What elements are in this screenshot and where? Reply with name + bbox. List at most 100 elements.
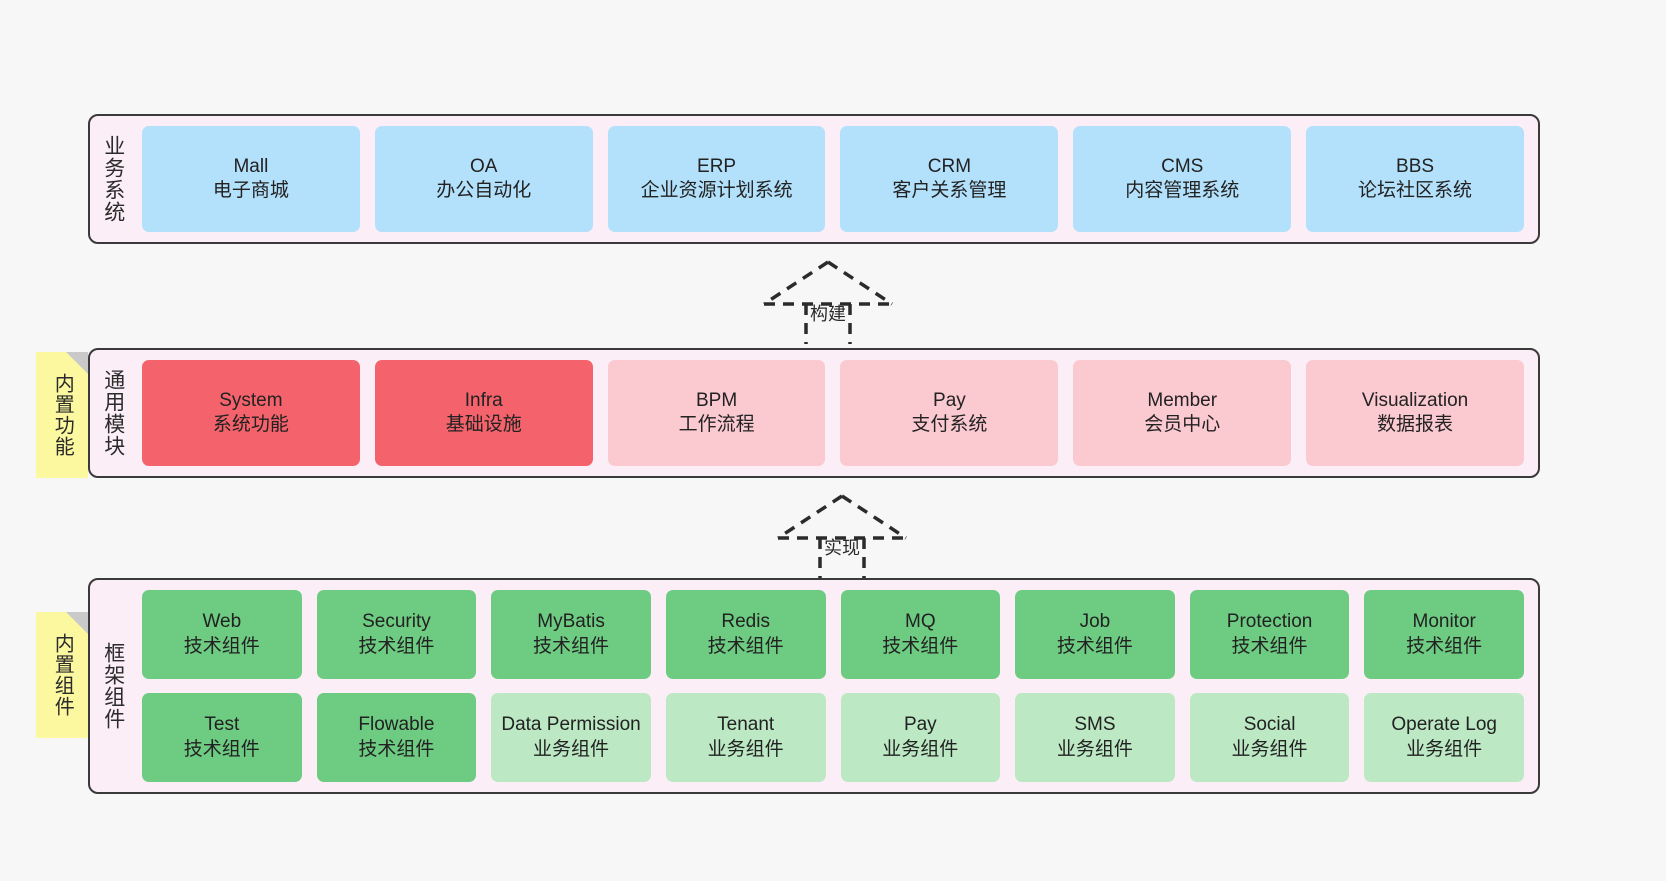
- framework-card-sms[interactable]: SMS 业务组件: [1015, 693, 1175, 782]
- modules-card-list: System 系统功能 Infra 基础设施 BPM 工作流程 Pay 支付系统…: [136, 350, 1538, 476]
- module-card-system[interactable]: System 系统功能: [142, 360, 360, 466]
- card-title: OA: [470, 155, 498, 177]
- layer-business-title: 业务系统: [101, 135, 125, 223]
- module-card-bpm[interactable]: BPM 工作流程: [607, 360, 826, 466]
- framework-card-list: Web 技术组件 Security 技术组件 MyBatis 技术组件 Redi…: [136, 580, 1538, 792]
- card-title: Test: [204, 714, 240, 736]
- card-title: ERP: [697, 155, 737, 177]
- framework-card-social[interactable]: Social 业务组件: [1189, 693, 1350, 782]
- connector-implement-label: 实现: [824, 538, 860, 558]
- framework-card-pay[interactable]: Pay 业务组件: [840, 693, 1001, 782]
- module-card-pay[interactable]: Pay 支付系统: [840, 360, 1059, 466]
- card-subtitle: 技术组件: [1056, 635, 1133, 657]
- framework-card-row-tech: Web 技术组件 Security 技术组件 MyBatis 技术组件 Redi…: [142, 590, 1524, 679]
- framework-card-data-permission[interactable]: Data Permission 业务组件: [491, 693, 651, 782]
- business-card-list: Mall 电子商城 OA 办公自动化 ERP 企业资源计划系统 CRM 客户关系…: [136, 116, 1538, 242]
- modules-card-row: System 系统功能 Infra 基础设施 BPM 工作流程 Pay 支付系统…: [142, 360, 1524, 466]
- card-subtitle: 电子商城: [212, 180, 289, 201]
- framework-card-test[interactable]: Test 技术组件: [142, 693, 302, 782]
- business-card-row: Mall 电子商城 OA 办公自动化 ERP 企业资源计划系统 CRM 客户关系…: [142, 126, 1524, 232]
- card-subtitle: 基础设施: [445, 414, 522, 435]
- business-card-crm[interactable]: CRM 客户关系管理: [840, 126, 1059, 232]
- card-title: Job: [1079, 611, 1111, 633]
- card-subtitle: 业务组件: [882, 738, 959, 760]
- card-title: Mall: [233, 155, 269, 177]
- card-title: Web: [202, 611, 242, 633]
- card-title: Member: [1147, 389, 1218, 411]
- module-card-member[interactable]: Member 会员中心: [1073, 360, 1292, 466]
- arrow-head-left: [763, 260, 829, 306]
- card-title: Data Permission: [501, 714, 641, 736]
- card-subtitle: 办公自动化: [436, 180, 532, 201]
- card-title: SMS: [1074, 714, 1116, 736]
- sticky-note-label: 内置组件: [51, 633, 74, 717]
- sticky-fold-corner-icon: [66, 352, 88, 374]
- card-subtitle: 内容管理系统: [1125, 180, 1240, 201]
- card-subtitle: 技术组件: [1231, 635, 1308, 657]
- card-subtitle: 论坛社区系统: [1358, 180, 1473, 201]
- module-card-visualization[interactable]: Visualization 数据报表: [1306, 360, 1524, 466]
- card-title: Security: [362, 611, 431, 633]
- business-card-bbs[interactable]: BBS 论坛社区系统: [1306, 126, 1524, 232]
- sticky-note-builtin-features: 内置功能: [36, 352, 88, 478]
- layer-common-modules: 通用模块 System 系统功能 Infra 基础设施 BPM 工作流程 Pay…: [88, 348, 1540, 478]
- arrow-head-right: [827, 260, 893, 306]
- framework-card-redis[interactable]: Redis 技术组件: [665, 590, 826, 679]
- connector-build: 构建: [758, 258, 898, 344]
- arrow-head-left: [777, 494, 843, 540]
- layer-modules-title: 通用模块: [101, 369, 125, 457]
- module-card-infra[interactable]: Infra 基础设施: [374, 360, 593, 466]
- framework-card-flowable[interactable]: Flowable 技术组件: [316, 693, 477, 782]
- card-subtitle: 会员中心: [1144, 414, 1221, 435]
- connector-build-label: 构建: [810, 304, 846, 324]
- card-title: Infra: [464, 389, 503, 411]
- business-card-oa[interactable]: OA 办公自动化: [374, 126, 593, 232]
- card-title: MQ: [905, 611, 936, 633]
- card-subtitle: 技术组件: [533, 635, 610, 657]
- card-subtitle: 业务组件: [1231, 738, 1308, 760]
- framework-card-mq[interactable]: MQ 技术组件: [840, 590, 1001, 679]
- connector-implement: 实现: [772, 492, 912, 578]
- card-title: Tenant: [717, 714, 775, 736]
- card-title: Protection: [1226, 611, 1313, 633]
- business-card-erp[interactable]: ERP 企业资源计划系统: [607, 126, 826, 232]
- card-subtitle: 支付系统: [911, 414, 988, 435]
- card-title: CRM: [927, 155, 972, 177]
- framework-card-tenant[interactable]: Tenant 业务组件: [665, 693, 826, 782]
- framework-card-mybatis[interactable]: MyBatis 技术组件: [491, 590, 651, 679]
- framework-card-row-business: Test 技术组件 Flowable 技术组件 Data Permission …: [142, 693, 1524, 782]
- business-card-mall[interactable]: Mall 电子商城: [142, 126, 360, 232]
- sticky-note-label: 内置功能: [51, 373, 74, 457]
- framework-card-monitor[interactable]: Monitor 技术组件: [1364, 590, 1524, 679]
- framework-card-operate-log[interactable]: Operate Log 业务组件: [1364, 693, 1524, 782]
- card-subtitle: 技术组件: [1406, 635, 1483, 657]
- card-subtitle: 系统功能: [212, 414, 289, 435]
- card-subtitle: 技术组件: [183, 738, 260, 760]
- card-subtitle: 业务组件: [533, 738, 610, 760]
- card-subtitle: 技术组件: [358, 738, 435, 760]
- card-title: BPM: [695, 389, 738, 411]
- framework-card-security[interactable]: Security 技术组件: [316, 590, 477, 679]
- card-subtitle: 业务组件: [707, 738, 784, 760]
- card-subtitle: 技术组件: [882, 635, 959, 657]
- framework-card-protection[interactable]: Protection 技术组件: [1189, 590, 1350, 679]
- card-subtitle: 技术组件: [358, 635, 435, 657]
- card-title: Monitor: [1412, 611, 1476, 633]
- layer-framework-components: 框架组件 Web 技术组件 Security 技术组件 MyBatis 技术组件…: [88, 578, 1540, 794]
- card-title: Flowable: [358, 714, 435, 736]
- card-title: Pay: [903, 714, 937, 736]
- framework-card-job[interactable]: Job 技术组件: [1015, 590, 1175, 679]
- card-subtitle: 技术组件: [183, 635, 260, 657]
- framework-card-web[interactable]: Web 技术组件: [142, 590, 302, 679]
- card-subtitle: 业务组件: [1406, 738, 1483, 760]
- card-subtitle: 数据报表: [1377, 414, 1454, 435]
- card-title: MyBatis: [537, 611, 605, 633]
- business-card-cms[interactable]: CMS 内容管理系统: [1073, 126, 1292, 232]
- layer-business-systems: 业务系统 Mall 电子商城 OA 办公自动化 ERP 企业资源计划系统 CRM…: [88, 114, 1540, 244]
- card-title: Redis: [721, 611, 770, 633]
- card-title: System: [219, 389, 283, 411]
- card-subtitle: 企业资源计划系统: [640, 180, 793, 201]
- arrow-head-right: [841, 494, 907, 540]
- card-title: Pay: [933, 389, 966, 411]
